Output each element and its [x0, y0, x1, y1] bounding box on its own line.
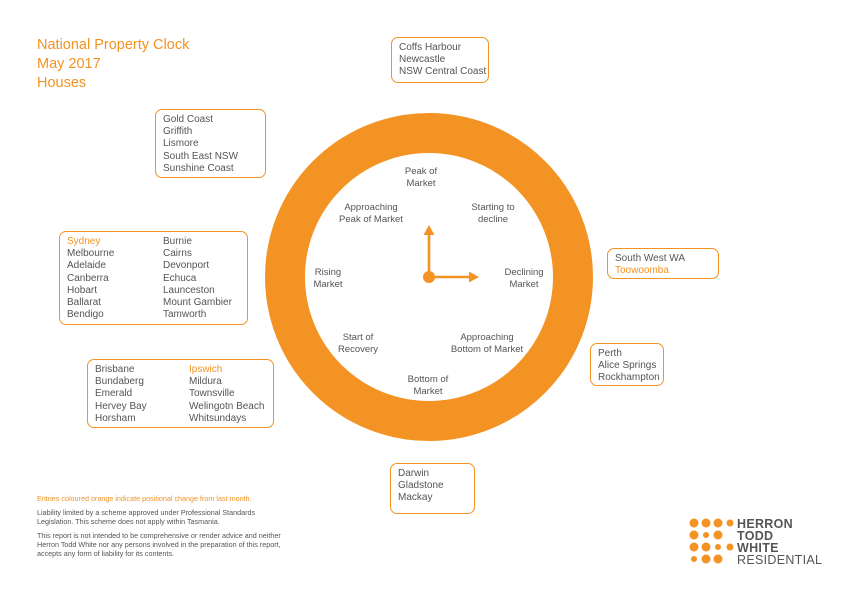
list-item: Tamworth [163, 309, 207, 321]
list-item: Echuca [163, 272, 197, 284]
list-item: Gold Coast [163, 114, 214, 125]
list-item: Launceston [163, 284, 215, 296]
phase-declining-line1: Declining [504, 267, 544, 278]
phase-start-recovery-line2: Recovery [337, 344, 379, 355]
company-logo-mark [689, 518, 734, 564]
disclaimer-line-3: accepts any form of liability for its co… [37, 549, 175, 559]
clock-hand-horizontal-arrow [469, 271, 479, 283]
phase-approaching-peak-line2: Peak of Market [339, 214, 403, 225]
phase-approaching-bottom: Approaching Bottom of Market [446, 332, 528, 356]
list-item: Alice Springs [598, 360, 657, 372]
list-item: Cairns [163, 248, 192, 260]
phase-start-recovery: Start of Recovery [332, 332, 384, 356]
disclaimer-note: This report is not intended to be compre… [37, 531, 281, 559]
phase-bottom: Bottom of Market [400, 374, 456, 398]
list-item: Coffs Harbour [399, 42, 462, 53]
phase-approaching-peak: Approaching Peak of Market [334, 202, 408, 226]
box-right: South West WA Toowoomba [607, 248, 719, 279]
phase-approaching-bottom-line1: Approaching [460, 332, 514, 343]
list-item: Lismore [163, 138, 199, 150]
list-item: Adelaide [67, 260, 106, 272]
logo-line-1: HERRON [737, 517, 793, 531]
list-item: Bundaberg [95, 376, 144, 388]
list-item: Hobart [67, 284, 98, 296]
list-item: NSW Central Coast [399, 66, 487, 78]
list-item: Welingotn Beach [189, 400, 265, 412]
list-item: Bendigo [67, 309, 104, 321]
phase-starting-line2: decline [477, 214, 509, 225]
title-line-2: May 2017 [37, 56, 101, 72]
phase-rising: Rising Market [306, 267, 350, 291]
list-item: Ipswich [189, 364, 223, 375]
list-item: Mildura [189, 376, 222, 388]
list-item: Newcastle [399, 54, 446, 66]
logo-line-3: WHITE [737, 541, 779, 555]
list-item: Gladstone [398, 480, 444, 492]
logo-line-4: RESIDENTIAL [737, 553, 823, 567]
list-item: Mount Gambier [163, 297, 232, 309]
phase-starting-decline: Starting to decline [462, 202, 524, 226]
phase-approaching-bottom-line2: Bottom of Market [450, 344, 524, 355]
list-item: Sunshine Coast [163, 162, 234, 174]
page-title: National Property Clock May 2017 Houses [37, 36, 189, 93]
list-item: Canberra [67, 272, 109, 284]
list-item: Townsville [189, 388, 235, 400]
list-item: Devonport [163, 260, 210, 272]
box-upper-left: Gold Coast Griffith Lismore South East N… [155, 109, 266, 178]
title-line-3: Houses [37, 75, 87, 91]
box-lower-right: Perth Alice Springs Rockhampton [590, 343, 664, 386]
list-item: Emerald [95, 388, 133, 400]
legend-text: Entries coloured orange indicate positio… [37, 494, 252, 503]
list-item: South West WA [615, 253, 686, 264]
phase-bottom-line2: Market [413, 386, 443, 397]
disclaimer-line-2: Herron Todd White nor any persons involv… [37, 540, 281, 550]
list-item: South East NSW [163, 150, 239, 162]
list-item: Hervey Bay [95, 400, 147, 412]
phase-rising-line1: Rising [314, 267, 342, 278]
list-item: Toowoomba [615, 265, 669, 277]
phase-rising-line2: Market [313, 279, 343, 290]
list-item: Sydney [67, 236, 101, 247]
list-item: Darwin [398, 468, 430, 479]
phase-peak: Peak of Market [398, 166, 444, 190]
company-logo-text: HERRON TODD WHITE RESIDENTIAL [737, 517, 823, 567]
list-item: Rockhampton [598, 372, 660, 384]
phase-declining: Declining Market [498, 267, 550, 291]
liability-note: Liability limited by a scheme approved u… [37, 508, 255, 526]
list-item: Melbourne [67, 248, 115, 260]
clock-hand-vertical-arrow [423, 225, 435, 235]
clock-center [423, 271, 435, 283]
liability-line-2: Legislation. This scheme does not apply … [37, 517, 220, 527]
list-item: Griffith [163, 126, 193, 138]
box-lower-left: Brisbane Bundaberg Emerald Hervey Bay Ho… [87, 359, 274, 428]
clock-ring [265, 113, 593, 441]
list-item: Ballarat [67, 297, 101, 309]
phase-bottom-line1: Bottom of [407, 374, 449, 385]
box-top: Coffs Harbour Newcastle NSW Central Coas… [391, 37, 489, 83]
phase-starting-line1: Starting to [471, 202, 515, 213]
title-line-1: National Property Clock [37, 37, 190, 53]
list-item: Horsham [95, 412, 136, 424]
phase-approaching-peak-line1: Approaching [344, 202, 398, 213]
list-item: Brisbane [95, 364, 135, 375]
box-bottom: Darwin Gladstone Mackay [390, 463, 475, 514]
list-item: Perth [598, 348, 622, 359]
phase-peak-line2: Market [406, 178, 436, 189]
disclaimer-line-1: This report is not intended to be compre… [37, 531, 281, 540]
logo-line-2: TODD [737, 529, 774, 543]
box-left: Sydney Melbourne Adelaide Canberra Hobar… [59, 231, 248, 325]
liability-line-1: Liability limited by a scheme approved u… [37, 508, 256, 517]
phase-declining-line2: Market [509, 279, 539, 290]
list-item: Mackay [398, 492, 433, 504]
list-item: Whitsundays [189, 412, 247, 424]
legend-note: Entries coloured orange indicate positio… [37, 494, 252, 503]
phase-peak-line1: Peak of [404, 166, 438, 177]
list-item: Burnie [163, 236, 192, 247]
phase-start-recovery-line1: Start of [342, 332, 374, 343]
